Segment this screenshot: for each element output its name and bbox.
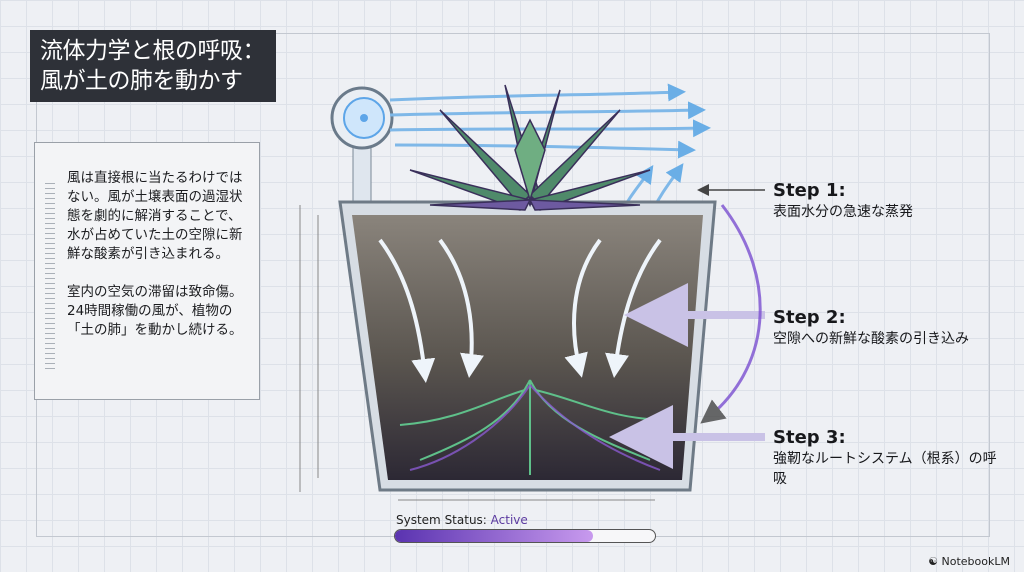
step-description: 空隙への新鮮な酸素の引き込み — [773, 331, 969, 347]
plant — [409, 84, 651, 211]
step-1: Step 1: 表面水分の急速な蒸発 — [773, 180, 913, 222]
step-3: Step 3: 強靭なルートシステム（根系）の呼吸 — [773, 427, 1008, 489]
brand-logo: ☯ NotebookLM — [928, 555, 1010, 568]
cycle-arrow — [700, 204, 762, 424]
page-title: 流体力学と根の呼吸： 風が土の肺を動かす — [30, 30, 276, 102]
step-label: Step 3: — [773, 427, 846, 448]
dimension-lines — [299, 205, 655, 501]
progress-fill — [395, 530, 593, 542]
explanation-paragraph: 風は直接根に当たるわけではない。風が土壌表面の過湿状態を劇的に解消することで、水… — [67, 170, 243, 262]
oxygen-arrows — [378, 238, 662, 383]
step-label: Step 2: — [773, 307, 846, 328]
explanation-panel: 風は直接根に当たるわけではない。風が土壌表面の過湿状態を劇的に解消することで、水… — [34, 142, 260, 400]
explanation-paragraph: 室内の空気の滞留は致命傷。24時間稼働の風が、植物の「土の肺」を動かし続ける。 — [67, 284, 243, 338]
step-label: Step 1: — [773, 180, 846, 201]
status-label: System Status: — [396, 513, 487, 527]
fan-icon — [330, 86, 394, 211]
status-value: Active — [490, 513, 528, 527]
step-description: 表面水分の急速な蒸発 — [773, 204, 913, 220]
title-line-1: 流体力学と根の呼吸： — [40, 38, 266, 64]
brand-name: NotebookLM — [941, 555, 1010, 568]
ruler — [45, 183, 55, 373]
system-status: System Status: Active — [396, 513, 528, 527]
status-progress-bar — [394, 529, 656, 543]
title-line-2: 風が土の肺を動かす — [40, 68, 243, 94]
step-description: 強靭なルートシステム（根系）の呼吸 — [773, 451, 997, 487]
step-2: Step 2: 空隙への新鮮な酸素の引き込み — [773, 307, 969, 349]
